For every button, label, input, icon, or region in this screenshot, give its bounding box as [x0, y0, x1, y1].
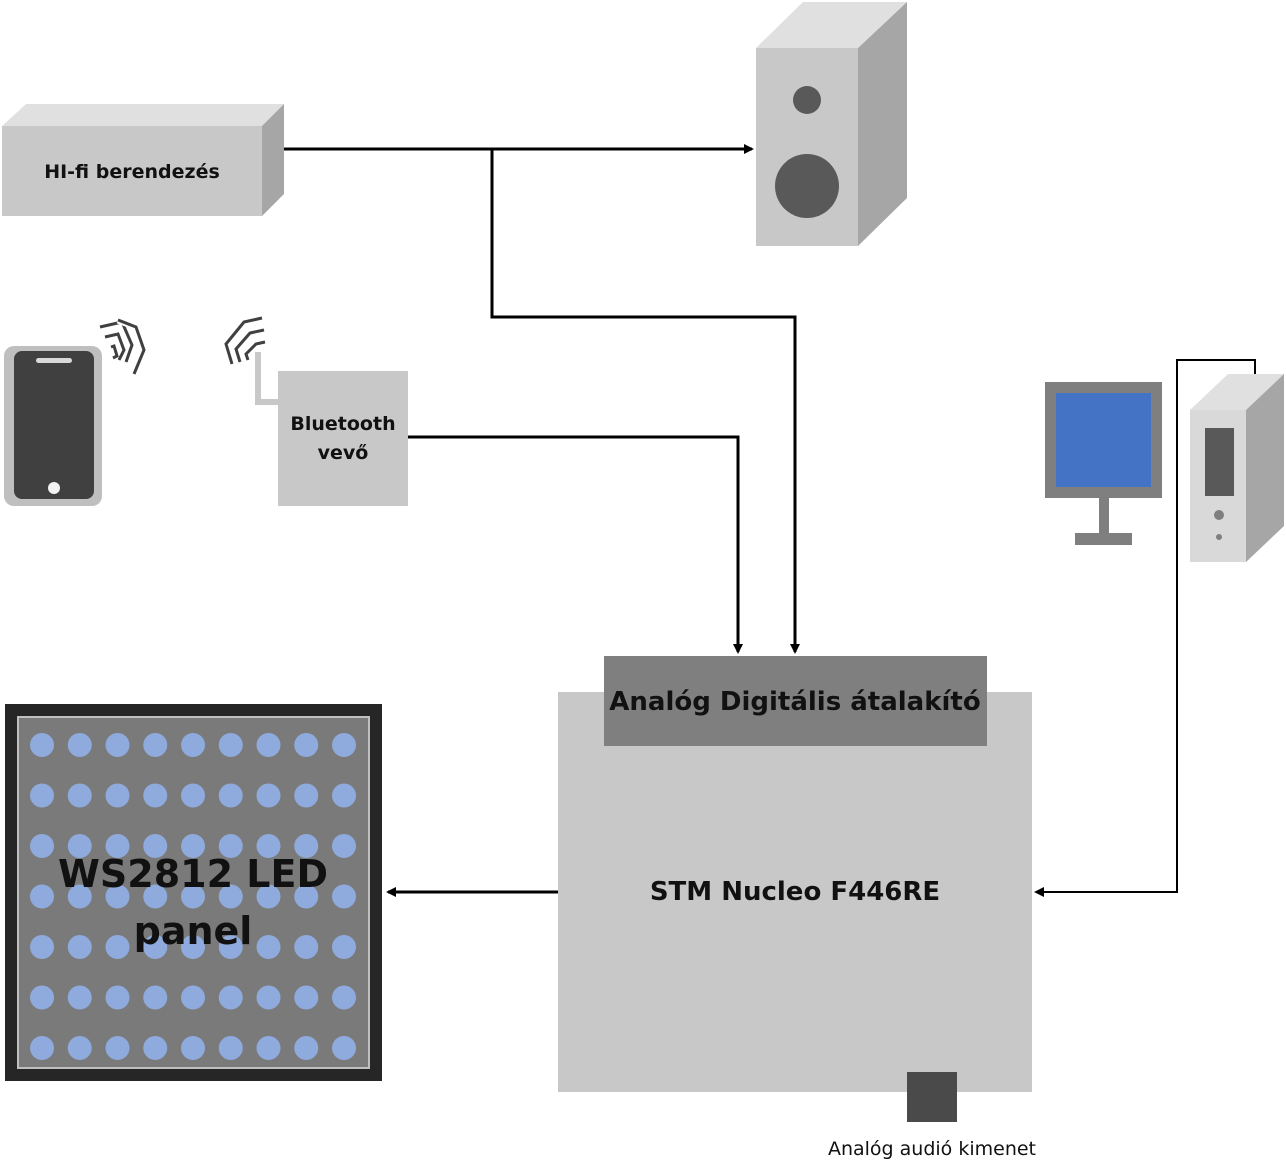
- nucleo-label: STM Nucleo F446RE: [650, 877, 940, 907]
- led-dot: [181, 783, 205, 808]
- led-dot: [181, 884, 205, 909]
- monitor-icon: [1045, 382, 1162, 545]
- led-dot: [105, 733, 130, 757]
- led-dot: [218, 834, 243, 858]
- led-dot: [218, 884, 243, 909]
- led-dot: [105, 884, 130, 909]
- led-dot: [294, 935, 319, 959]
- led-dot: [30, 834, 54, 858]
- led-dot: [143, 783, 168, 808]
- led-dot: [105, 985, 130, 1010]
- led-dot: [143, 1036, 168, 1060]
- wireless-signal-icon: [222, 314, 266, 366]
- speaker-icon: [756, 2, 907, 246]
- led-dot: [67, 985, 92, 1010]
- led-dot: [105, 1036, 130, 1060]
- led-dot: [30, 935, 54, 959]
- led-dot: [256, 834, 281, 858]
- led-dot: [181, 1036, 205, 1060]
- audio-out-label: Analóg audió kimenet: [828, 1138, 1036, 1160]
- led-dot: [143, 733, 168, 757]
- bluetooth-receiver: Bluetooth vevő: [255, 352, 408, 506]
- led-dot: [143, 985, 168, 1010]
- led-panel: WS2812 LED panel: [5, 704, 382, 1081]
- led-dot: [105, 783, 130, 808]
- smartphone-icon: [4, 346, 102, 506]
- led-dot: [30, 985, 54, 1010]
- adc-label: Analóg Digitális átalakító: [609, 687, 980, 717]
- led-dot: [181, 834, 205, 858]
- led-dot: [67, 733, 92, 757]
- led-dot: [332, 985, 356, 1010]
- led-dot: [218, 783, 243, 808]
- led-dot: [30, 1036, 54, 1060]
- audio-jack-icon: [907, 1072, 957, 1122]
- led-label-line1: WS2812 LED: [58, 852, 328, 896]
- led-dot: [218, 935, 243, 959]
- led-dot: [181, 935, 205, 959]
- led-dot: [30, 783, 54, 808]
- led-dot: [181, 985, 205, 1010]
- led-dot: [256, 935, 281, 959]
- led-dot: [67, 1036, 92, 1060]
- led-dot: [294, 783, 319, 808]
- bluetooth-label-line1: Bluetooth: [290, 413, 395, 435]
- led-dot: [256, 884, 281, 909]
- led-dot: [332, 935, 356, 959]
- connector-pc-to-nucleo: [1034, 359, 1256, 897]
- led-dot: [67, 884, 92, 909]
- led-dot: [332, 733, 356, 757]
- pc-tower-icon: [1190, 374, 1284, 562]
- led-dot: [294, 985, 319, 1010]
- led-dot: [218, 733, 243, 757]
- connector-bluetooth-to-adc: [408, 435, 743, 654]
- bluetooth-box: [278, 371, 408, 506]
- led-dot: [67, 834, 92, 858]
- nucleo-body: [558, 692, 1032, 1092]
- led-dot: [105, 834, 130, 858]
- adc-block: [604, 656, 987, 746]
- led-dot: [30, 884, 54, 909]
- hifi-box-side: [262, 104, 284, 216]
- led-dot: [218, 985, 243, 1010]
- led-dot: [332, 884, 356, 909]
- led-dot: [30, 733, 54, 757]
- led-dot: [218, 1036, 243, 1060]
- led-label-line2: panel: [134, 909, 253, 953]
- led-dot: [256, 985, 281, 1010]
- led-dot: [332, 1036, 356, 1060]
- led-matrix: [30, 733, 356, 1060]
- led-dot: [294, 834, 319, 858]
- wireless-signal-icon: [99, 316, 148, 376]
- led-dot: [181, 733, 205, 757]
- led-dot: [143, 834, 168, 858]
- led-dot: [256, 733, 281, 757]
- led-dot: [294, 884, 319, 909]
- led-dot: [256, 783, 281, 808]
- bluetooth-label-line2: vevő: [318, 442, 369, 464]
- led-dot: [332, 834, 356, 858]
- led-dot: [105, 935, 130, 959]
- hifi-label: HI-fi berendezés: [44, 161, 220, 183]
- led-dot: [332, 783, 356, 808]
- hifi-equipment: HI-fi berendezés: [2, 104, 284, 216]
- led-dot: [256, 1036, 281, 1060]
- hifi-box-front: [2, 126, 262, 216]
- stm-nucleo-board: STM Nucleo F446RE Analóg Digitális átala…: [558, 656, 1032, 1122]
- led-dot: [67, 935, 92, 959]
- led-dot: [294, 733, 319, 757]
- hifi-box-top: [2, 104, 284, 126]
- led-dot: [67, 783, 92, 808]
- led-dot: [143, 935, 168, 959]
- connector-hifi-to-adc: [490, 149, 800, 654]
- antenna: [255, 352, 278, 405]
- led-dot: [143, 884, 168, 909]
- led-dot: [294, 1036, 319, 1060]
